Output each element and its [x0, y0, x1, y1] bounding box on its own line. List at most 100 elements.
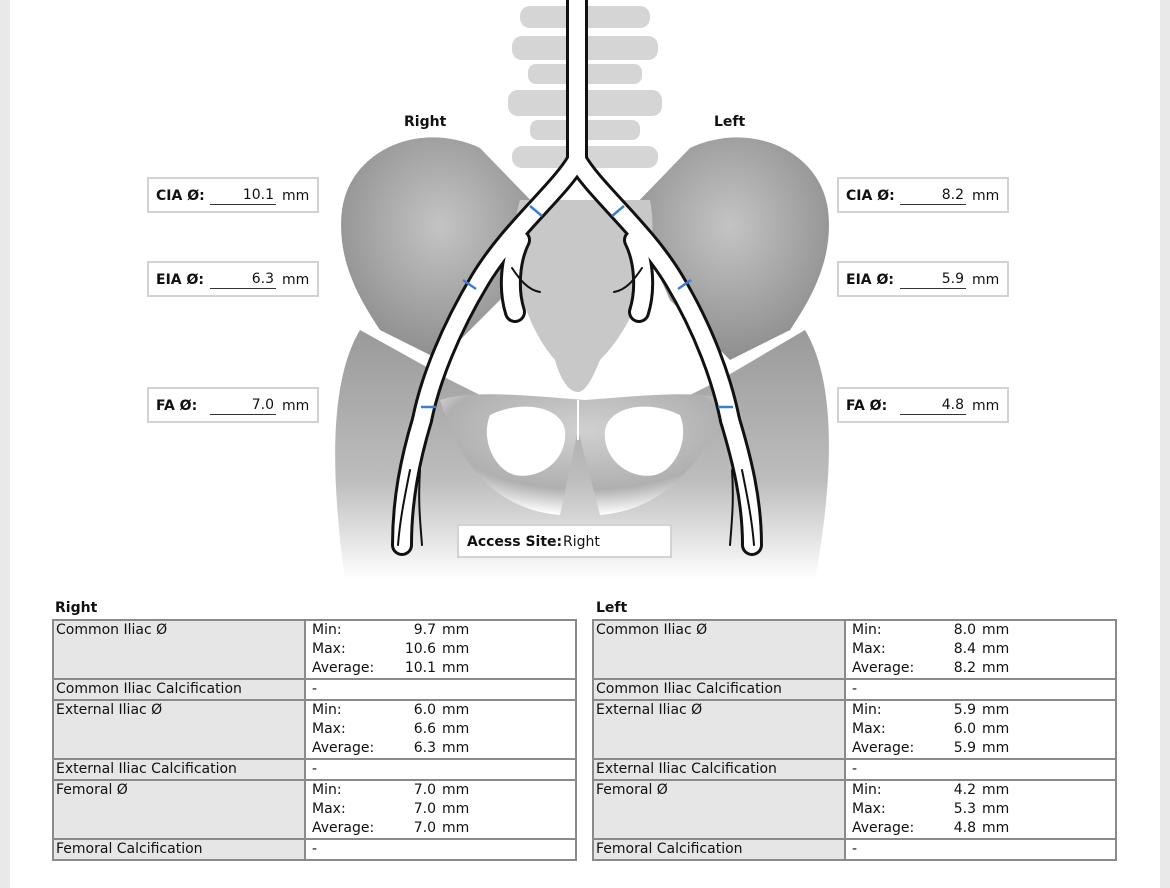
calcification-value: - — [304, 678, 577, 701]
stat-value: 4.2 — [953, 782, 976, 798]
stat-value: 6.3 — [413, 740, 436, 756]
stat-label: Max: — [852, 801, 886, 817]
measurement-name: Common Iliac Calcification — [592, 678, 846, 701]
stat-label: Max: — [312, 721, 346, 737]
table-row: External Iliac Calcification- — [592, 758, 1117, 781]
left-obturator — [604, 406, 684, 476]
left-eia-value[interactable]: 5.9 — [900, 271, 966, 289]
measurement-name: Common Iliac Calcification — [52, 678, 306, 701]
right-fa-value[interactable]: 7.0 — [210, 397, 276, 415]
table-row: Femoral Calcification- — [592, 838, 1117, 861]
stat-label: Average: — [852, 820, 915, 836]
stat-unit: mm — [442, 660, 470, 676]
measurement-name: Femoral Calcification — [592, 838, 846, 861]
left-cia-unit: mm — [972, 188, 1000, 204]
left-cia-box: CIA Ø: 8.2 mm — [837, 177, 1009, 213]
right-eia-label: EIA Ø: — [156, 272, 204, 288]
stat-unit: mm — [442, 622, 470, 638]
stat-value: 8.4 — [953, 641, 976, 657]
stat-unit: mm — [442, 740, 470, 756]
stat-value: 8.2 — [953, 660, 976, 676]
stat-value: 5.3 — [953, 801, 976, 817]
sacrum — [514, 200, 653, 392]
measurement-name: External Iliac Calcification — [52, 758, 306, 781]
right-cia-label: CIA Ø: — [156, 188, 205, 204]
stat-unit: mm — [442, 820, 470, 836]
right-eia-unit: mm — [282, 272, 310, 288]
stat-label: Average: — [852, 740, 915, 756]
left-eia-unit: mm — [972, 272, 1000, 288]
arteries — [391, 0, 763, 556]
stat-unit: mm — [982, 641, 1010, 657]
stat-max: Max: 5.3 mm — [852, 800, 1115, 819]
stat-max: Max: 7.0 mm — [312, 800, 575, 819]
stat-label: Average: — [312, 660, 375, 676]
calcification-value: - — [304, 838, 577, 861]
left-fa-unit: mm — [972, 398, 1000, 414]
stat-unit: mm — [982, 660, 1010, 676]
access-site-label: Access Site: — [467, 534, 563, 550]
pelvis-artery-diagram — [335, 0, 829, 580]
right-eia-value[interactable]: 6.3 — [210, 271, 276, 289]
measurement-name: External Iliac Ø — [52, 699, 306, 760]
right-fa-unit: mm — [282, 398, 310, 414]
calcification-value: - — [844, 758, 1117, 781]
left-fa-value[interactable]: 4.8 — [900, 397, 966, 415]
access-site-value[interactable]: Right — [563, 534, 600, 550]
right-table-title: Right — [55, 600, 98, 616]
stat-label: Min: — [852, 782, 882, 798]
stat-avg: Average: 5.9 mm — [852, 739, 1115, 758]
stat-unit: mm — [982, 721, 1010, 737]
stat-unit: mm — [442, 782, 470, 798]
stat-unit: mm — [442, 801, 470, 817]
stat-label: Min: — [312, 782, 342, 798]
measurement-markers — [421, 205, 733, 409]
stat-value: 7.0 — [413, 782, 436, 798]
spine — [508, 6, 662, 168]
stat-unit: mm — [982, 820, 1010, 836]
left-cia-value[interactable]: 8.2 — [900, 187, 966, 205]
left-fa-label: FA Ø: — [846, 398, 888, 414]
measurement-name: Femoral Ø — [592, 779, 846, 840]
stat-label: Min: — [312, 702, 342, 718]
stat-value: 6.6 — [413, 721, 436, 737]
stat-value: 5.9 — [953, 740, 976, 756]
measurement-name: Common Iliac Ø — [52, 619, 306, 680]
stat-label: Max: — [852, 721, 886, 737]
stat-value: 7.0 — [413, 801, 436, 817]
stat-unit: mm — [982, 702, 1010, 718]
measurement-name: External Iliac Calcification — [592, 758, 846, 781]
stat-unit: mm — [982, 801, 1010, 817]
stat-unit: mm — [982, 740, 1010, 756]
stat-min: Min: 7.0 mm — [312, 781, 575, 800]
left-fa-box: FA Ø: 4.8 mm — [837, 387, 1009, 423]
left-eia-label: EIA Ø: — [846, 272, 894, 288]
stat-value: 5.9 — [953, 702, 976, 718]
table-row: Common Iliac Calcification- — [52, 678, 577, 701]
right-fa-label: FA Ø: — [156, 398, 198, 414]
stat-value: 10.6 — [404, 641, 436, 657]
measurement-name: Femoral Ø — [52, 779, 306, 840]
stat-value: 4.8 — [953, 820, 976, 836]
table-row: Common Iliac Calcification- — [592, 678, 1117, 701]
right-cia-value[interactable]: 10.1 — [210, 187, 276, 205]
stat-label: Max: — [852, 641, 886, 657]
right-iliac-wing — [341, 137, 540, 360]
stat-unit: mm — [442, 641, 470, 657]
stat-label: Max: — [312, 801, 346, 817]
stat-label: Average: — [852, 660, 915, 676]
